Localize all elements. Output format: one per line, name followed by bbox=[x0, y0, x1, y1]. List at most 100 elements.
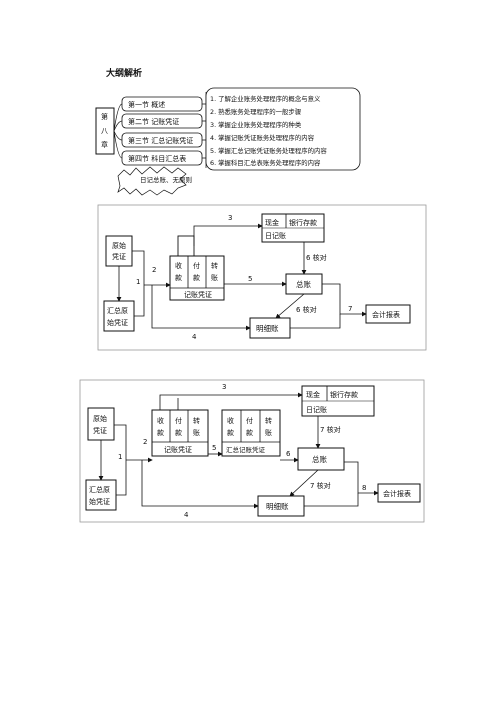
outline-mindmap: 第 八 章 第一节 概述 第二节 记账凭证 第三节 汇总记账凭证 第四节 科目汇… bbox=[95, 87, 361, 196]
voucher-col-receipt-2: 款 bbox=[175, 273, 182, 282]
goals-box bbox=[205, 87, 361, 171]
branch-line-2 bbox=[113, 120, 123, 132]
summary-voucher-label-2b: 始凭证 bbox=[89, 497, 110, 506]
branch-line-4 bbox=[113, 130, 123, 159]
arrow2-3 bbox=[159, 392, 303, 410]
journal2-cash: 现金 bbox=[306, 390, 320, 399]
v2-col-transfer-2: 账 bbox=[193, 428, 200, 437]
voucher-col-receipt-1: 收 bbox=[175, 261, 182, 270]
s2-col-payment-1: 付 bbox=[246, 416, 253, 425]
step2-4: 4 bbox=[184, 511, 189, 519]
step2-6: 6 bbox=[286, 450, 291, 458]
original-voucher-label-2b: 凭证 bbox=[93, 426, 107, 435]
summary-voucher-box bbox=[103, 300, 135, 332]
diagram-1-frame bbox=[97, 204, 427, 351]
step2-8: 8 bbox=[362, 484, 366, 492]
journal-bank: 银行存款 bbox=[289, 218, 317, 227]
arrow2-4 bbox=[141, 460, 259, 509]
v2-col-transfer-1: 转 bbox=[193, 416, 200, 425]
step-7: 7 bbox=[348, 305, 352, 313]
s2-col-transfer-2: 账 bbox=[265, 428, 272, 437]
step-3: 3 bbox=[228, 214, 232, 222]
step2-2: 2 bbox=[143, 438, 147, 446]
step2-5: 5 bbox=[212, 444, 216, 452]
chapter-char-2: 八 bbox=[101, 127, 108, 135]
original-voucher-label-1: 原始 bbox=[112, 241, 126, 250]
arrow-3 bbox=[193, 223, 263, 246]
arrow-4 bbox=[151, 285, 251, 331]
voucher-col-transfer-1: 转 bbox=[211, 261, 218, 270]
branch-line-3 bbox=[113, 130, 123, 141]
subledger2-label: 明细账 bbox=[266, 501, 289, 511]
voucher-box bbox=[169, 255, 225, 301]
section-label-3: 第三节 汇总记账凭证 bbox=[128, 136, 193, 145]
step2-3: 3 bbox=[222, 383, 226, 391]
check2-sub-label: 7 核对 bbox=[310, 481, 331, 490]
summary-voucher-block bbox=[221, 409, 281, 457]
voucher-tab bbox=[177, 235, 195, 257]
v2-col-receipt-1: 收 bbox=[157, 416, 164, 425]
journal2-label: 日记账 bbox=[306, 405, 327, 414]
voucher-col-transfer-2: 账 bbox=[211, 273, 218, 282]
v2-voucher-label: 记账凭证 bbox=[164, 445, 192, 454]
step-5: 5 bbox=[248, 275, 252, 283]
arrow2-8 bbox=[344, 461, 379, 496]
goal-5: 5. 掌握汇总记账凭证账务处理程序的内容 bbox=[210, 146, 327, 155]
page-title: 大纲解析 bbox=[106, 69, 143, 79]
check-journal-label: 6 核对 bbox=[306, 253, 327, 262]
s2-col-receipt-2: 款 bbox=[227, 428, 234, 437]
step-1: 1 bbox=[136, 278, 140, 286]
cloud-shape bbox=[117, 166, 187, 196]
journal-label: 日记账 bbox=[265, 231, 286, 240]
ledger-label: 总账 bbox=[296, 279, 311, 289]
summary-voucher-label-1: 汇总原 bbox=[107, 306, 128, 315]
report-label: 会计报表 bbox=[372, 310, 400, 319]
original-voucher-box-2 bbox=[87, 407, 115, 441]
goal-6: 6. 掌握科目汇总表账务处理程序的内容 bbox=[210, 158, 321, 167]
step2-1: 1 bbox=[118, 453, 122, 461]
section-label-2: 第二节 记账凭证 bbox=[128, 117, 179, 126]
s2-col-receipt-1: 收 bbox=[227, 416, 234, 425]
s2-summary-label: 汇总记账凭证 bbox=[226, 445, 266, 454]
summary-voucher-label-2a: 汇总原 bbox=[89, 485, 110, 494]
arrow-check-sub bbox=[275, 293, 305, 319]
ledger2-label: 总账 bbox=[312, 454, 327, 464]
arrow-7 bbox=[322, 283, 367, 317]
arrow-sub-to-report bbox=[290, 314, 341, 329]
branch-line-1 bbox=[113, 103, 123, 132]
diagram-1: 原始 凭证 汇总原 始凭证 收 款 付 款 转 账 记账凭证 现金 银行存款 日… bbox=[97, 204, 427, 351]
voucher-label: 记账凭证 bbox=[184, 290, 212, 299]
journal2-bank: 银行存款 bbox=[330, 390, 358, 399]
check2-journal-label: 7 核对 bbox=[320, 425, 341, 434]
journal-cash: 现金 bbox=[265, 218, 279, 227]
original-voucher-box bbox=[105, 235, 133, 267]
step-2: 2 bbox=[152, 266, 156, 274]
s2-col-payment-2: 款 bbox=[246, 428, 253, 437]
s2-col-transfer-1: 转 bbox=[265, 416, 272, 425]
v2-col-payment-2: 款 bbox=[175, 428, 182, 437]
cloud-label: 日记总账、无原则 bbox=[140, 175, 192, 184]
chapter-char-3: 章 bbox=[101, 140, 108, 149]
original-voucher-label-2a: 原始 bbox=[93, 414, 107, 423]
goal-4: 4. 掌握记账凭证账务处理程序的内容 bbox=[210, 133, 315, 142]
voucher-col-payment-1: 付 bbox=[193, 261, 200, 270]
voucher-box-2 bbox=[151, 409, 209, 457]
summary-voucher-label-2: 始凭证 bbox=[107, 318, 128, 327]
diagram-2-frame bbox=[79, 379, 425, 523]
diagram-2: 原始 凭证 汇总原 始凭证 收 款 付 款 转 账 记账凭证 收 款 付 款 转… bbox=[79, 379, 425, 523]
chapter-char-1: 第 bbox=[101, 112, 108, 121]
report2-label: 会计报表 bbox=[383, 489, 411, 498]
goal-2: 2. 熟悉账务处理程序的一般步骤 bbox=[210, 107, 302, 116]
subledger-label: 明细账 bbox=[256, 323, 279, 333]
arrow2-sub-to-report bbox=[304, 493, 359, 507]
arrow-1 bbox=[132, 250, 145, 317]
step-4: 4 bbox=[192, 333, 197, 341]
check-sub-label: 6 核对 bbox=[296, 305, 317, 314]
original-voucher-label-2: 凭证 bbox=[112, 252, 126, 261]
goal-1: 1. 了解企业账务处理程序的概念与意义 bbox=[210, 94, 321, 103]
section-label-1: 第一节 概述 bbox=[128, 100, 165, 109]
section-label-4: 第四节 科目汇总表 bbox=[128, 154, 186, 163]
v2-col-payment-1: 付 bbox=[175, 416, 182, 425]
v2-col-receipt-2: 款 bbox=[157, 428, 164, 437]
